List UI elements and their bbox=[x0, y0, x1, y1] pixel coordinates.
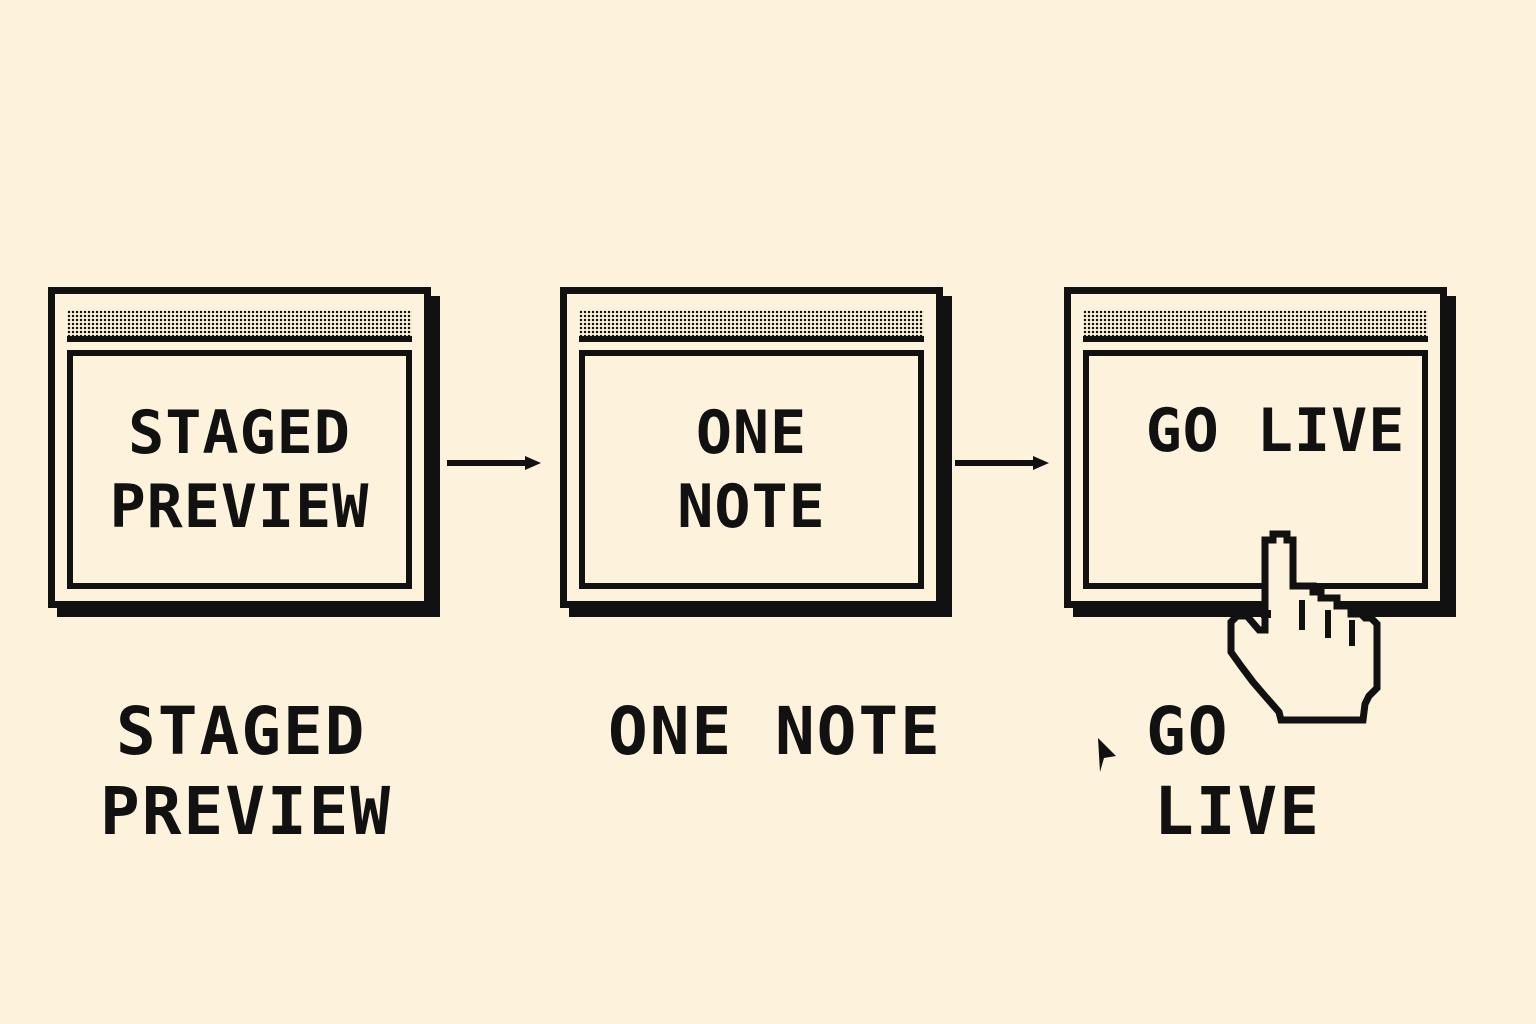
caption-go-live: GO LIVE bbox=[1146, 692, 1321, 852]
window-titlebar bbox=[67, 310, 412, 342]
window-pane[interactable]: GO LIVE bbox=[1083, 350, 1428, 589]
arrow-right-icon bbox=[447, 456, 541, 470]
caption-line: ONE NOTE bbox=[608, 693, 942, 770]
caption-line: STAGED bbox=[116, 693, 367, 770]
window-label-line: PREVIEW bbox=[109, 471, 370, 542]
window-label-line: NOTE bbox=[677, 471, 826, 542]
window-pane: ONE NOTE bbox=[579, 350, 924, 589]
window-go-live[interactable]: GO LIVE bbox=[1064, 287, 1447, 608]
caption-one-note: ONE NOTE bbox=[608, 692, 942, 772]
window-pane: STAGED PREVIEW bbox=[67, 350, 412, 589]
window-label-line: STAGED bbox=[128, 397, 351, 468]
window-titlebar bbox=[1083, 310, 1428, 342]
window-staged-preview: STAGED PREVIEW bbox=[48, 287, 431, 608]
window-one-note: ONE NOTE bbox=[560, 287, 943, 608]
window-label-line: GO LIVE bbox=[1145, 396, 1406, 466]
caption-line: PREVIEW bbox=[100, 773, 393, 850]
window-label-line: ONE bbox=[695, 397, 808, 468]
caption-line: LIVE bbox=[1154, 773, 1321, 850]
arrow-right-icon bbox=[955, 456, 1049, 470]
hand-pointer-icon bbox=[1227, 530, 1381, 724]
triangle-pointer-icon bbox=[1098, 738, 1116, 772]
caption-line: GO bbox=[1146, 693, 1230, 770]
caption-staged-preview: STAGED PREVIEW bbox=[100, 692, 392, 852]
window-titlebar bbox=[579, 310, 924, 342]
